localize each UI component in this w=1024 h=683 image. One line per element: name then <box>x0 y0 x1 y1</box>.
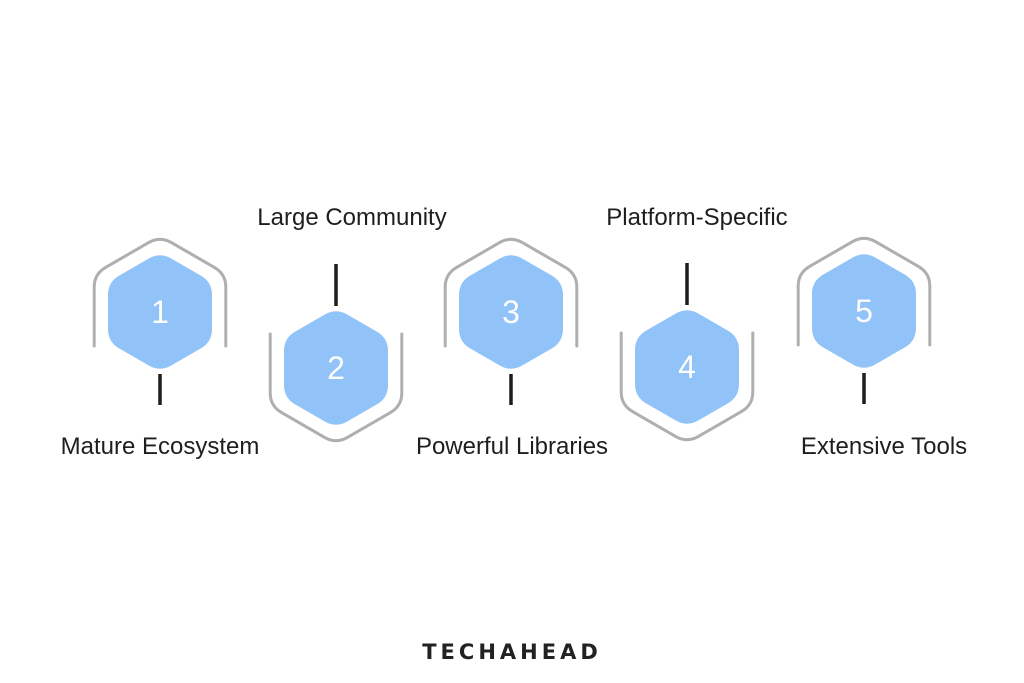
step-group-5: 5 <box>796 236 932 404</box>
step-number: 2 <box>327 350 345 386</box>
step-group-3: 3 <box>443 237 579 405</box>
step-group-4: 4 <box>619 263 755 442</box>
arc-decoration-icon <box>268 332 404 443</box>
arc-decoration-icon <box>619 331 755 442</box>
step-number: 4 <box>678 349 696 385</box>
step-group-2: 2 <box>268 264 404 443</box>
step-label-platform-specific: Platform-Specific <box>606 204 787 231</box>
arc-decoration-icon <box>92 237 228 348</box>
hexagon-badge-icon <box>108 255 212 369</box>
step-label-large-community: Large Community <box>257 204 446 231</box>
step-label-powerful-libraries: Powerful Libraries <box>416 433 608 460</box>
hexagon-badge-icon <box>635 310 739 424</box>
step-number: 1 <box>151 294 169 330</box>
hexagon-badge-icon <box>812 254 916 368</box>
hexagon-badge-icon <box>459 255 563 369</box>
hexagon-badge-icon <box>284 311 388 425</box>
step-number: 3 <box>502 294 520 330</box>
step-label-mature-ecosystem: Mature Ecosystem <box>61 433 260 460</box>
step-label-extensive-tools: Extensive Tools <box>801 433 967 460</box>
arc-decoration-icon <box>796 236 932 347</box>
step-group-1: 1 <box>92 237 228 405</box>
step-number: 5 <box>855 293 873 329</box>
brand-logo: TECHAHEAD <box>422 640 602 664</box>
arc-decoration-icon <box>443 237 579 348</box>
